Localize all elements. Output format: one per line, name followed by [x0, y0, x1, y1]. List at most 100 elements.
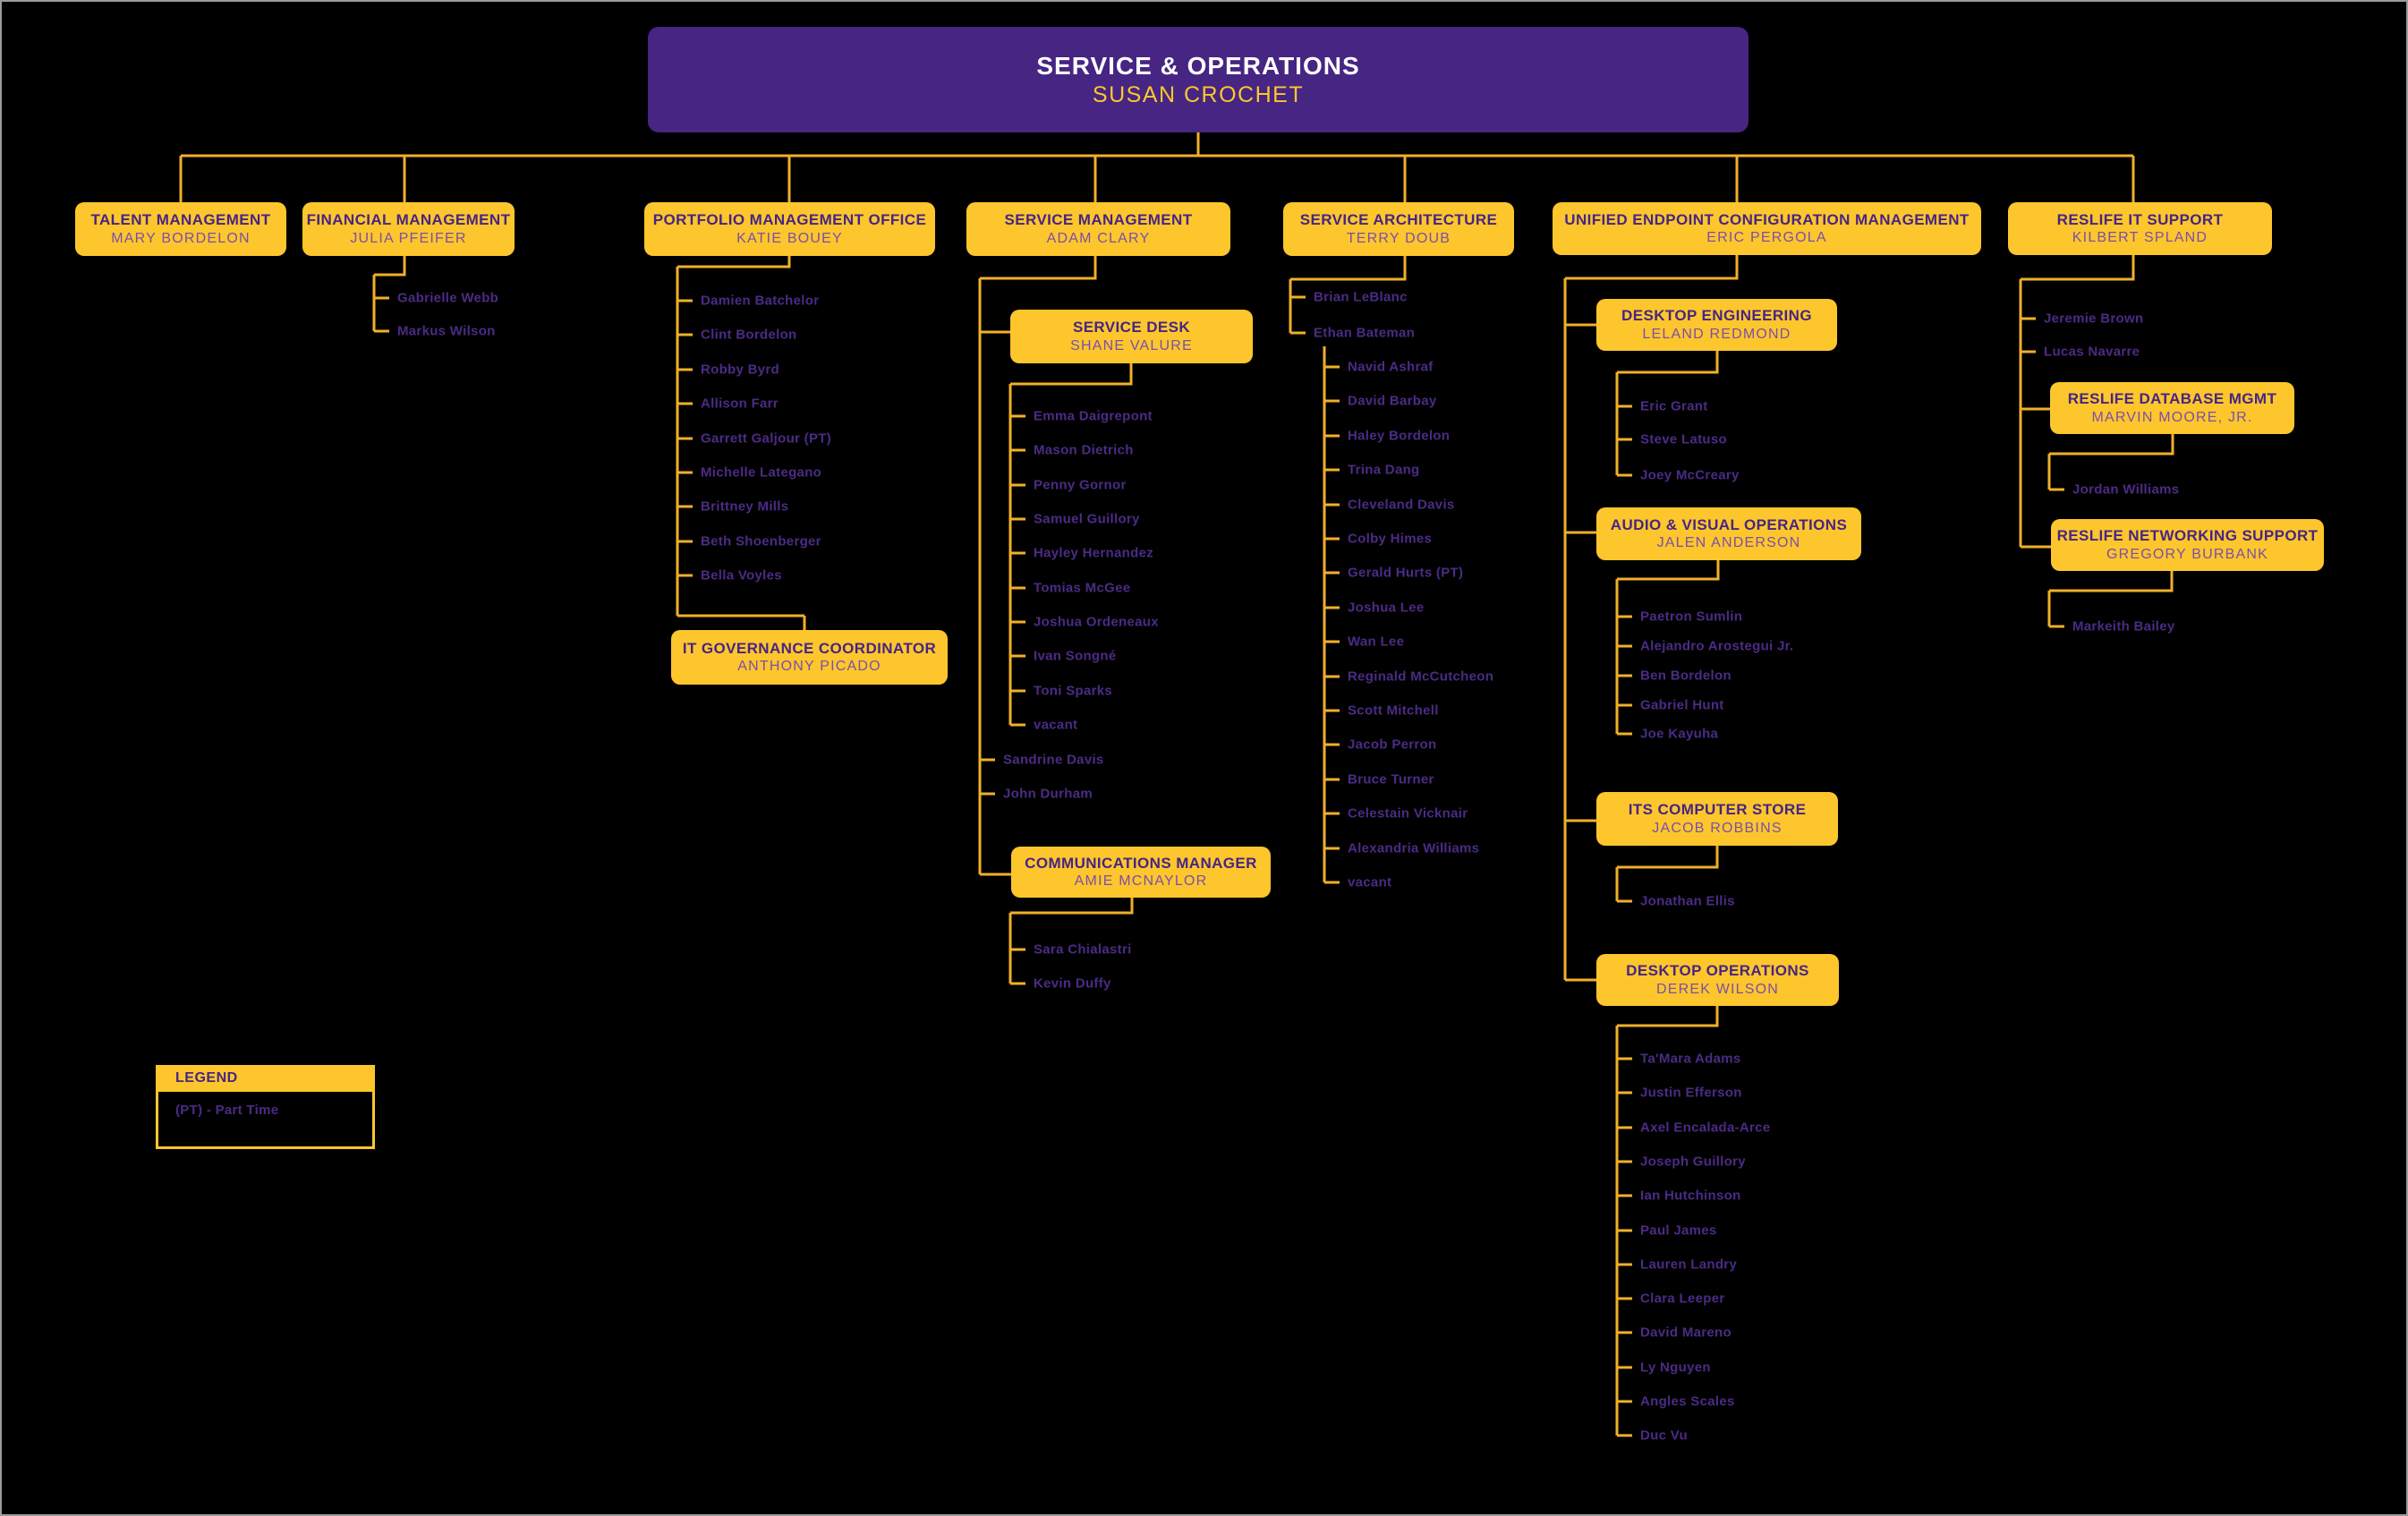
unit-head-name: LELAND REDMOND: [1642, 326, 1791, 342]
unit-title: DESKTOP ENGINEERING: [1621, 307, 1812, 325]
person-label: Lucas Navarre: [2044, 344, 2140, 360]
person-label: Damien Batchelor: [701, 293, 820, 309]
unit-head-name: JACOB ROBBINS: [1652, 820, 1783, 836]
legend: LEGEND (PT) - Part Time: [156, 1065, 375, 1149]
person-label: Ta'Mara Adams: [1640, 1051, 1741, 1067]
person-label: Markeith Bailey: [2072, 618, 2175, 635]
person-label: David Barbay: [1348, 393, 1437, 409]
unit-title: SERVICE MANAGEMENT: [1004, 211, 1193, 229]
person-label: Reginald McCutcheon: [1348, 669, 1494, 685]
person-label: Justin Efferson: [1640, 1085, 1742, 1101]
person-label: Colby Himes: [1348, 531, 1433, 547]
unit-head-name: TERRY DOUB: [1346, 230, 1451, 246]
person-label: Haley Bordelon: [1348, 428, 1451, 444]
box-it-governance-coordinator: IT GOVERNANCE COORDINATOR ANTHONY PICADO: [671, 630, 948, 685]
person-label: Celestain Vicknair: [1348, 805, 1468, 822]
person-label: Ly Nguyen: [1640, 1359, 1711, 1375]
legend-title: LEGEND: [156, 1065, 375, 1092]
unit-title: AUDIO & VISUAL OPERATIONS: [1610, 515, 1848, 533]
unit-head-name: MARY BORDELON: [111, 230, 251, 246]
person-label: Clara Leeper: [1640, 1290, 1725, 1307]
unit-head-name: DEREK WILSON: [1655, 981, 1780, 997]
person-label: Joseph Guillory: [1640, 1154, 1746, 1170]
person-label: Alejandro Arostegui Jr.: [1640, 638, 1794, 654]
person-label: Alexandria Williams: [1348, 840, 1480, 856]
person-label: Paul James: [1640, 1222, 1717, 1239]
person-label: Ben Bordelon: [1640, 668, 1732, 684]
unit-head-name: GREGORY BURBANK: [2106, 546, 2268, 562]
person-label: Sandrine Davis: [1003, 752, 1104, 768]
unit-head-name: ANTHONY PICADO: [737, 659, 881, 675]
person-label: Jacob Perron: [1348, 737, 1437, 753]
unit-head-name: KILBERT SPLAND: [2072, 230, 2208, 246]
person-label: Hayley Hernandez: [1034, 545, 1154, 561]
box-reslife-it-support: RESLIFE IT SUPPORT KILBERT SPLAND: [2008, 202, 2272, 255]
unit-title: TALENT MANAGEMENT: [90, 211, 271, 229]
unit-title: SERVICE ARCHITECTURE: [1299, 211, 1498, 229]
person-label: Penny Gornor: [1034, 477, 1127, 493]
person-label: Trina Dang: [1348, 462, 1420, 478]
person-label: John Durham: [1003, 786, 1093, 802]
person-label: Ivan Songné: [1034, 648, 1117, 664]
unit-head-name: KATIE BOUEY: [736, 230, 843, 246]
person-label: Mason Dietrich: [1034, 442, 1134, 458]
person-label: Jonathan Ellis: [1640, 893, 1735, 909]
person-label: Bruce Turner: [1348, 771, 1434, 788]
unit-title: RESLIFE NETWORKING SUPPORT: [2056, 527, 2319, 545]
unit-title: IT GOVERNANCE COORDINATOR: [682, 639, 937, 657]
person-label: Eric Grant: [1640, 398, 1708, 414]
person-label: Scott Mitchell: [1348, 703, 1439, 719]
person-label: Joshua Ordeneaux: [1034, 614, 1159, 630]
person-label: Jeremie Brown: [2044, 311, 2144, 327]
unit-title: ITS COMPUTER STORE: [1628, 801, 1807, 819]
person-label: Brittney Mills: [701, 498, 789, 515]
unit-head-name: AMIE MCNAYLOR: [1074, 873, 1208, 890]
person-label: Navid Ashraf: [1348, 359, 1434, 375]
person-label: Joshua Lee: [1348, 600, 1425, 616]
person-label: Clint Bordelon: [701, 327, 797, 343]
person-label: David Mareno: [1640, 1324, 1732, 1341]
person-label: Angles Scales: [1640, 1393, 1735, 1410]
unit-head-name: ERIC PERGOLA: [1706, 230, 1827, 246]
unit-title: COMMUNICATIONS MANAGER: [1025, 854, 1257, 872]
unit-title: RESLIFE IT SUPPORT: [2056, 210, 2224, 228]
unit-head-name: MARVIN MOORE, JR.: [2091, 409, 2253, 425]
person-label: Toni Sparks: [1034, 683, 1113, 699]
person-label: Axel Encalada-Arce: [1640, 1120, 1771, 1136]
person-label: Michelle Lategano: [701, 464, 822, 481]
unit-title: UNIFIED ENDPOINT CONFIGURATION MANAGEMEN…: [1564, 210, 1970, 228]
person-label: Duc Vu: [1640, 1427, 1688, 1444]
person-label: Cleveland Davis: [1348, 497, 1455, 513]
unit-head-name: ADAM CLARY: [1046, 230, 1151, 246]
box-unified-endpoint-configuration-management: UNIFIED ENDPOINT CONFIGURATION MANAGEMEN…: [1553, 202, 1981, 255]
person-label: Jordan Williams: [2072, 481, 2180, 498]
unit-head-name: JULIA PFEIFER: [350, 230, 467, 246]
person-label: Sara Chialastri: [1034, 941, 1132, 958]
person-label: Ethan Bateman: [1314, 325, 1416, 341]
person-label: Paetron Sumlin: [1640, 609, 1743, 625]
unit-title: SERVICE & OPERATIONS: [1036, 51, 1360, 80]
person-label: Kevin Duffy: [1034, 975, 1111, 992]
unit-title: SERVICE DESK: [1072, 319, 1191, 336]
person-label: Samuel Guillory: [1034, 511, 1140, 527]
unit-title: RESLIFE DATABASE MGMT: [2067, 390, 2277, 408]
unit-head-name: SHANE VALURE: [1070, 337, 1193, 353]
person-label: Lauren Landry: [1640, 1256, 1738, 1273]
person-label: vacant: [1348, 874, 1392, 890]
unit-head-name: JALEN ANDERSON: [1656, 535, 1801, 551]
unit-head-name: SUSAN CROCHET: [1092, 81, 1305, 107]
unit-title: FINANCIAL MANAGEMENT: [306, 211, 511, 229]
person-label: Garrett Galjour (PT): [701, 430, 832, 447]
person-label: vacant: [1034, 717, 1078, 733]
legend-note: (PT) - Part Time: [156, 1092, 375, 1149]
